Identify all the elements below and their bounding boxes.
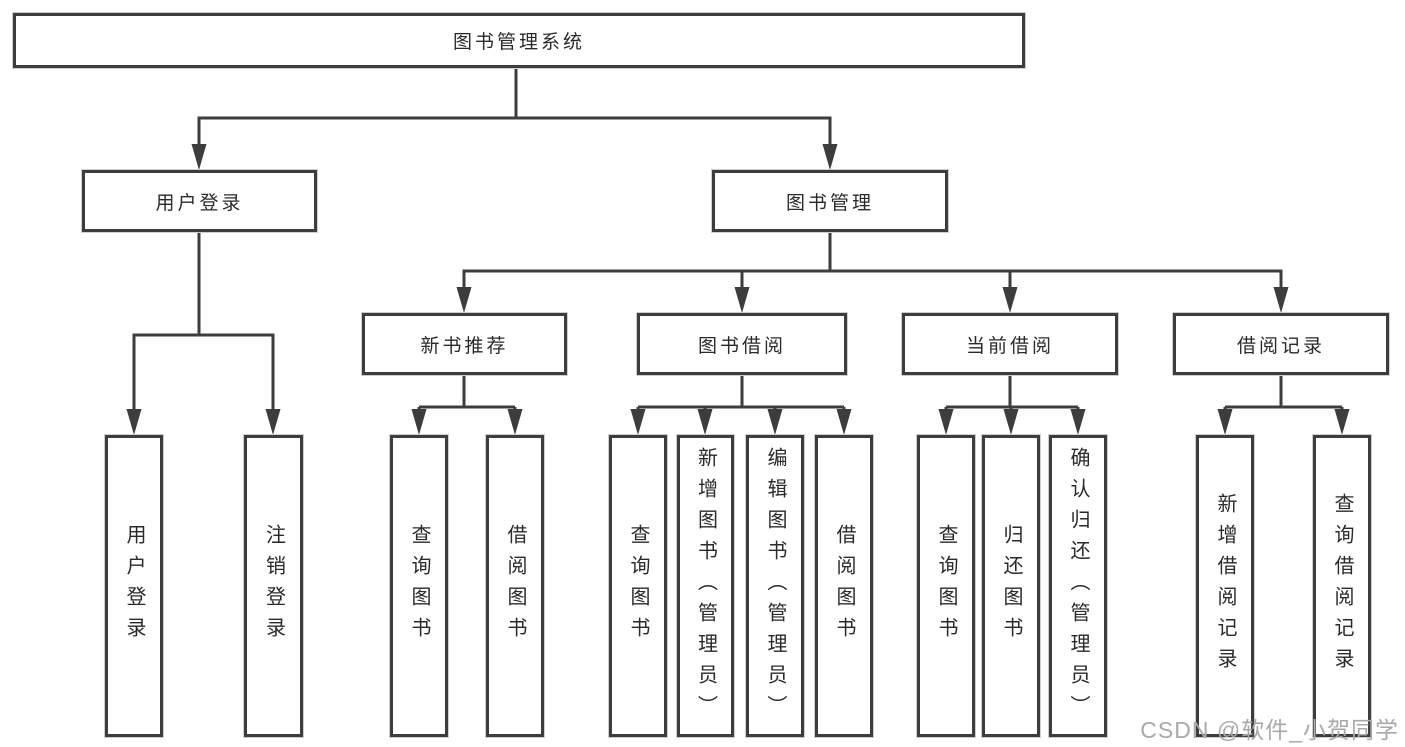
node-borrowing-records: 借阅记录 — [1173, 313, 1389, 375]
leaf-logout-label: 注销登录 — [262, 524, 285, 648]
leaf-borrow-books-borrowing: 借阅图书 — [815, 435, 873, 737]
leaf-add-borrow-record: 新增借阅记录 — [1196, 435, 1254, 737]
leaf-borrow-books-recommend-label: 借阅图书 — [504, 524, 526, 648]
leaf-search-borrow-record: 查询借阅记录 — [1313, 435, 1371, 737]
leaf-logout: 注销登录 — [244, 435, 303, 737]
leaf-search-books-recommend: 查询图书 — [390, 435, 448, 737]
csdn-watermark: CSDN @软件_小贺同学 — [1140, 717, 1399, 743]
node-library-management-system: 图书管理系统 — [13, 13, 1025, 68]
leaf-search-books-current-label: 查询图书 — [935, 524, 957, 648]
leaf-return-books-label: 归还图书 — [1000, 524, 1022, 648]
leaf-search-books-borrowing: 查询图书 — [609, 435, 667, 737]
leaf-borrow-books-recommend: 借阅图书 — [486, 435, 544, 737]
leaf-search-borrow-record-label: 查询借阅记录 — [1331, 493, 1353, 679]
node-new-book-recommendation: 新书推荐 — [362, 313, 567, 375]
leaf-user-login: 用户登录 — [105, 435, 163, 737]
node-current-borrowing: 当前借阅 — [902, 313, 1118, 375]
leaf-add-borrow-record-label: 新增借阅记录 — [1214, 493, 1236, 679]
leaf-edit-book-admin: 编辑图书（管理员） — [746, 435, 804, 737]
leaf-confirm-return-admin-label: 确认归还（管理员） — [1067, 446, 1089, 726]
leaf-borrow-books-borrowing-label: 借阅图书 — [833, 524, 855, 648]
leaf-return-books: 归还图书 — [982, 435, 1040, 737]
leaf-search-books-current: 查询图书 — [917, 435, 975, 737]
node-book-management: 图书管理 — [712, 170, 948, 232]
node-book-borrowing: 图书借阅 — [637, 313, 847, 375]
leaf-add-book-admin: 新增图书（管理员） — [677, 435, 734, 737]
node-user-login: 用户登录 — [82, 170, 317, 232]
leaf-edit-book-admin-label: 编辑图书（管理员） — [764, 446, 786, 726]
leaf-search-books-recommend-label: 查询图书 — [408, 524, 430, 648]
leaf-confirm-return-admin: 确认归还（管理员） — [1049, 435, 1107, 737]
leaf-user-login-label: 用户登录 — [123, 524, 145, 648]
leaf-search-books-borrowing-label: 查询图书 — [627, 524, 649, 648]
leaf-add-book-admin-label: 新增图书（管理员） — [694, 446, 717, 726]
